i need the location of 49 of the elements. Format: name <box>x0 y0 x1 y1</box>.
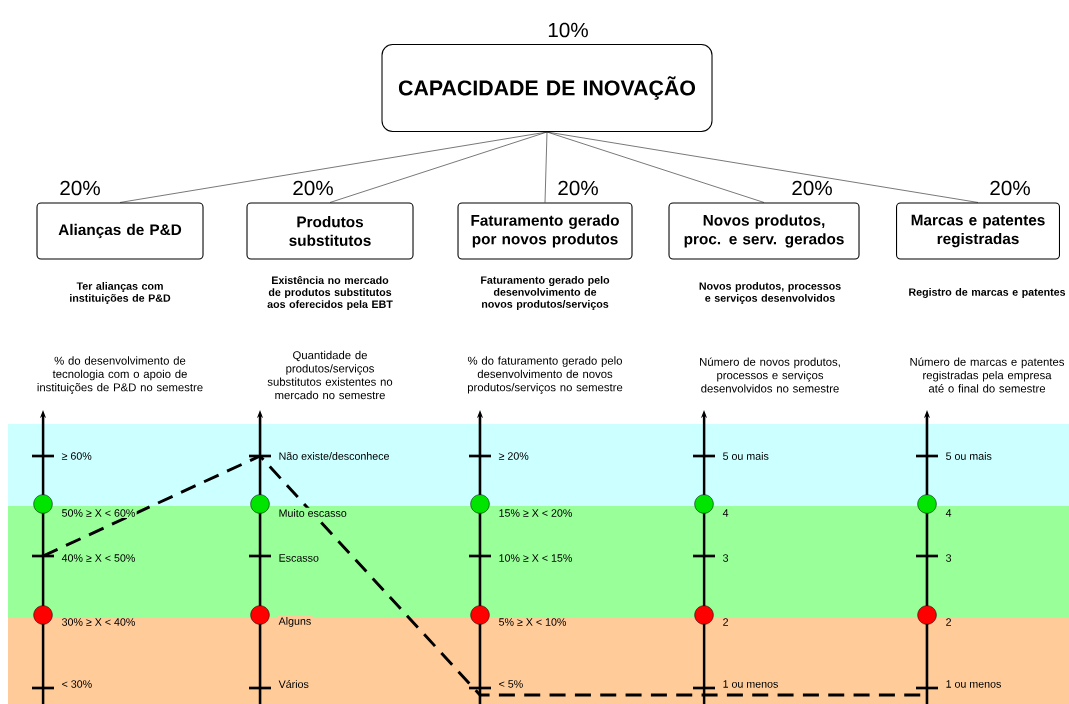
criterion-text: Faturamento gerado pelo desenvolvimento de novos produtos/serviços <box>481 276 610 310</box>
category-box: Marcas e patentes registradas <box>896 202 1060 260</box>
connector-line <box>544 131 548 203</box>
scale-label: < 5% <box>497 678 525 690</box>
criterion-text: Registro de marcas e patentes <box>909 288 1066 298</box>
scale-label: 5 ou mais <box>721 450 771 462</box>
scale-label: 40% ≥ X < 50% <box>60 552 137 564</box>
scale-label: 4 <box>721 508 730 518</box>
scale-label: 2 <box>944 616 953 628</box>
scale-label: 50% ≥ X < 60% <box>60 507 137 519</box>
scale-label: 1 ou menos <box>944 678 1003 690</box>
scale-label: Escasso <box>277 552 321 564</box>
scale-label: 3 <box>721 552 730 564</box>
scale-label: 4 <box>944 508 953 518</box>
scale-label: ≥ 20% <box>497 450 531 462</box>
scale-label: 15% ≥ X < 20% <box>497 507 574 519</box>
criterion-text: Existência no mercado de produtos substitutos aos oferecidos pela EBT <box>267 275 393 311</box>
scale-label: 5 ou mais <box>944 450 994 462</box>
weight-label: 20% <box>293 180 333 196</box>
scale-label: 10% ≥ X < 15% <box>497 552 574 564</box>
scale-label: 5% ≥ X < 10% <box>497 616 568 628</box>
indicator-text: Número de marcas e patentes registradas pela empresa até o final do semestre <box>910 357 1065 393</box>
scale-label: 30% ≥ X < 40% <box>60 616 137 628</box>
weight-label: 10% <box>548 22 588 38</box>
category-box: Alianças de P&D <box>36 202 204 260</box>
indicator-text: Número de novos produtos, processos e serviços desenvolvidos no semestre <box>700 357 840 393</box>
weight-label: 20% <box>60 180 100 196</box>
weight-label: 20% <box>558 180 598 196</box>
scale-label: 2 <box>721 616 730 628</box>
category-box: Faturamento gerado por novos produtos <box>457 202 633 260</box>
indicator-text: % do faturamento gerado pelo desenvolvimento de novos produtos/serviços no semestre <box>467 356 623 394</box>
scale-label: Muito escasso <box>277 507 349 519</box>
category-box: Produtos substitutos <box>246 202 414 260</box>
criterion-text: Novos produtos, processos e serviços desenvolvidos <box>699 282 841 304</box>
connector-line <box>546 131 979 203</box>
weight-label: 20% <box>990 180 1030 196</box>
scale-label: ≥ 60% <box>60 450 94 462</box>
connector-line <box>329 131 548 203</box>
category-box: Novos produtos, proc. e serv. gerados <box>668 202 860 260</box>
weight-label: 20% <box>792 180 832 196</box>
scale-label: < 30% <box>60 678 94 690</box>
category-box: CAPACIDADE DE INOVAÇÃO <box>381 44 713 132</box>
scale-label: 1 ou menos <box>721 678 780 690</box>
indicator-text: % do desenvolvimento de tecnologia com o apoio de instituições de P&D no semestre <box>37 356 203 394</box>
criterion-text: Ter alianças com instituições de P&D <box>70 282 171 304</box>
scale-label: Vários <box>277 678 311 690</box>
indicator-text: Quantidade de produtos/serviços substitutos existentes no mercado no semestre <box>267 350 393 400</box>
scale-label: 3 <box>944 552 953 564</box>
scale-label: Não existe/desconhece <box>277 450 391 462</box>
